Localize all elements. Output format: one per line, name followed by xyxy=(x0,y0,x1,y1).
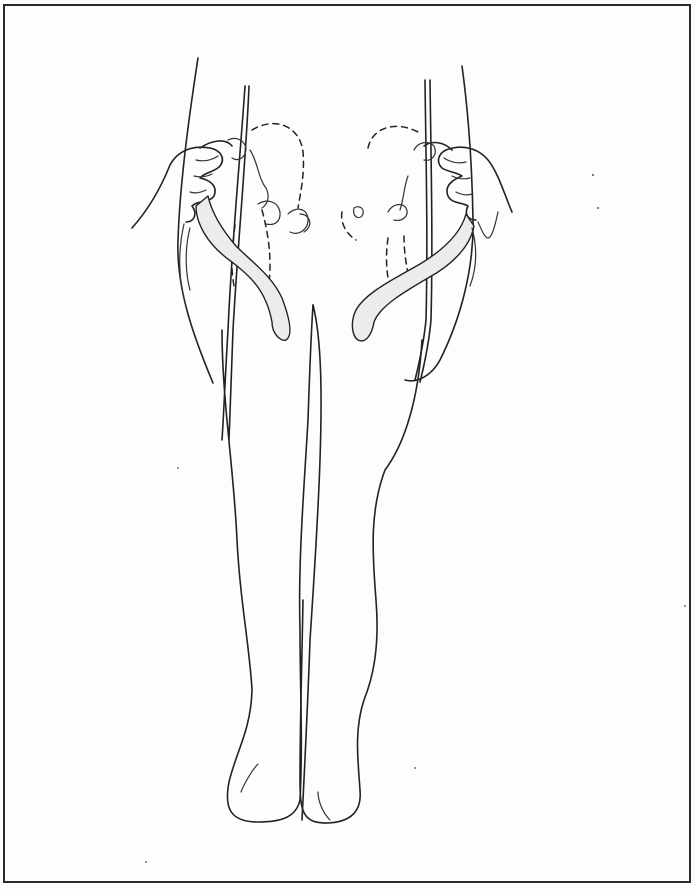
inner-thigh-contour xyxy=(302,305,321,820)
speck xyxy=(414,767,416,769)
right-foot-toe-line xyxy=(318,792,330,820)
right-hand-outline xyxy=(439,147,512,220)
right-leg-outline xyxy=(300,66,473,823)
left-acetabulum-arc xyxy=(288,209,310,233)
speck xyxy=(684,605,686,607)
speck xyxy=(145,861,147,863)
speck xyxy=(597,207,599,209)
right-traction-rod xyxy=(415,80,432,382)
left-femoral-head xyxy=(258,201,280,224)
right-hip-joint-dashes xyxy=(342,126,418,278)
left-hand xyxy=(132,138,246,306)
left-hip-squiggle xyxy=(250,150,268,208)
left-wrist-line xyxy=(180,224,186,306)
right-hip-squiggle xyxy=(400,176,408,210)
right-wrist-line xyxy=(478,212,498,238)
left-strap-band xyxy=(186,196,290,340)
left-leg-outer-contour xyxy=(222,305,313,822)
right-femur-shaft-dashes xyxy=(404,236,408,274)
speck xyxy=(177,467,179,469)
right-leg-outer-contour xyxy=(300,340,422,823)
speck xyxy=(592,174,594,176)
right-finger-lines xyxy=(444,158,472,195)
left-leg-outline xyxy=(178,58,313,822)
right-strap-band xyxy=(352,214,475,341)
right-iliac-crest-dashes xyxy=(368,126,418,148)
left-strap-fabric xyxy=(196,196,290,340)
right-acetabulum-dashes xyxy=(342,212,356,240)
left-grip-knot xyxy=(228,138,246,159)
right-femoral-head xyxy=(388,205,407,221)
left-foot-toe-line xyxy=(241,764,258,792)
right-femur-neck-dashes xyxy=(387,238,389,278)
right-rod-front-edge xyxy=(415,80,427,380)
left-strap-tail xyxy=(186,228,190,290)
right-obturator-ring xyxy=(354,207,364,218)
left-iliac-crest-dashes xyxy=(252,124,303,208)
